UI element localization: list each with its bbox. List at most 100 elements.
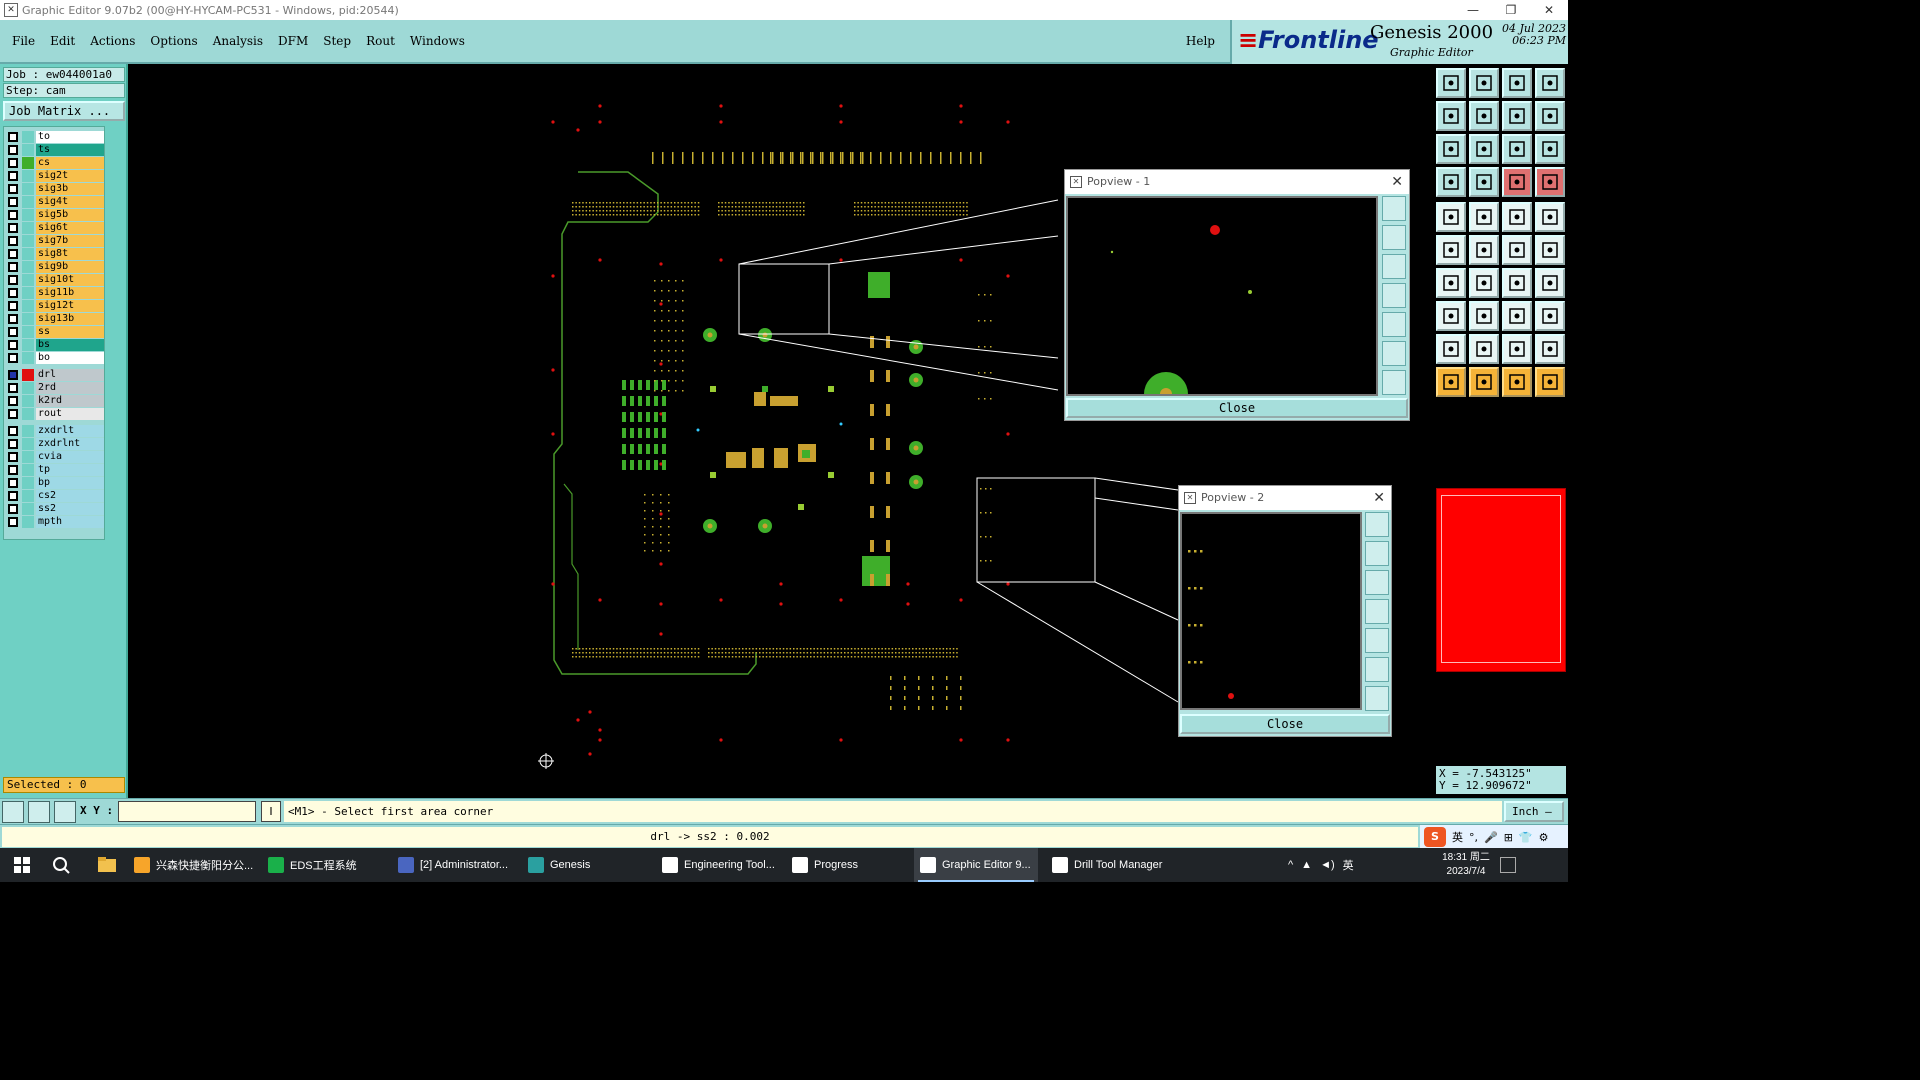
volume-icon[interactable]: ◄) [1320, 859, 1335, 871]
layer-row[interactable]: sig8t [8, 248, 104, 260]
triangle-b-icon[interactable] [1535, 334, 1565, 364]
keyboard-icon[interactable]: ⊞ [1503, 830, 1513, 844]
restore-button[interactable]: ❐ [1505, 3, 1517, 17]
pan-right-icon[interactable] [1365, 628, 1389, 653]
layer-checkbox[interactable] [8, 327, 18, 337]
units-selector[interactable]: Inch — [1504, 801, 1564, 822]
layer-checkbox[interactable] [8, 184, 18, 194]
layer-row[interactable]: sig7b [8, 235, 104, 247]
pad-icon[interactable] [1535, 202, 1565, 232]
measure-icon[interactable] [28, 801, 50, 823]
layer-row[interactable]: bs [8, 339, 104, 351]
pan-down-icon[interactable] [1365, 570, 1389, 595]
zoom-icon[interactable] [1365, 512, 1389, 537]
layer-color-swatch[interactable] [22, 408, 34, 420]
layer-name[interactable]: sig11b [36, 287, 104, 299]
camera-icon[interactable] [1436, 202, 1466, 232]
zoom-out-icon[interactable] [1365, 657, 1389, 682]
job-matrix-button[interactable]: Job Matrix ... [3, 101, 125, 121]
question-icon[interactable] [1535, 134, 1565, 164]
popview-2-screen[interactable] [1180, 512, 1362, 710]
layer-checkbox[interactable] [8, 340, 18, 350]
triangle-icon[interactable] [1436, 334, 1466, 364]
layer-color-swatch[interactable] [22, 326, 34, 338]
ime-punct[interactable]: °, [1469, 830, 1478, 844]
line-end-icon[interactable] [1535, 235, 1565, 265]
layer-checkbox[interactable] [8, 491, 18, 501]
layer-name[interactable]: ts [36, 144, 104, 156]
slash-icon[interactable] [1469, 268, 1499, 298]
layer-name[interactable]: sig4t [36, 196, 104, 208]
layer-color-swatch[interactable] [22, 438, 34, 450]
layer-color-swatch[interactable] [22, 222, 34, 234]
info-button[interactable]: I [261, 801, 281, 822]
layer-checkbox[interactable] [8, 223, 18, 233]
layer-name[interactable]: cvia [36, 451, 104, 463]
layer-name[interactable]: sig6t [36, 222, 104, 234]
layer-color-swatch[interactable] [22, 157, 34, 169]
layer-row[interactable]: 2rd [8, 382, 104, 394]
layer-color-swatch[interactable] [22, 235, 34, 247]
layer-checkbox[interactable] [8, 370, 18, 380]
menu-analysis[interactable]: Analysis [212, 34, 264, 48]
layer-color-swatch[interactable] [22, 183, 34, 195]
angle-icon[interactable] [1436, 268, 1466, 298]
layer-name[interactable]: sig2t [36, 170, 104, 182]
scale-icon[interactable] [1502, 101, 1532, 131]
menu-step[interactable]: Step [323, 34, 352, 48]
layer-row[interactable]: ss [8, 326, 104, 338]
pan-down-icon[interactable] [1382, 254, 1406, 279]
file-explorer-button[interactable] [92, 848, 122, 882]
layer-row[interactable]: bo [8, 352, 104, 364]
layer-row[interactable]: sig5b [8, 209, 104, 221]
cross-icon[interactable] [1469, 235, 1499, 265]
layer-row[interactable]: zxdrlnt [8, 438, 104, 450]
zoom-in-icon[interactable] [1365, 686, 1389, 711]
layer-row[interactable]: sig3b [8, 183, 104, 195]
menu-rout[interactable]: Rout [366, 34, 395, 48]
layer-color-swatch[interactable] [22, 248, 34, 260]
line-node-icon[interactable] [1502, 235, 1532, 265]
layer-color-swatch[interactable] [22, 369, 34, 381]
layer-row[interactable]: ts [8, 144, 104, 156]
layer-checkbox[interactable] [8, 301, 18, 311]
sogou-icon[interactable]: S [1424, 827, 1446, 847]
layer-name[interactable]: sig9b [36, 261, 104, 273]
pan-up-icon[interactable] [1365, 541, 1389, 566]
start-button[interactable] [8, 848, 38, 882]
layer-color-swatch[interactable] [22, 352, 34, 364]
minimize-button[interactable]: — [1467, 3, 1479, 17]
layer-row[interactable]: ss2 [8, 503, 104, 515]
tray-expand-icon[interactable]: ^ [1288, 859, 1294, 871]
fit-icon[interactable] [1436, 134, 1466, 164]
save-icon[interactable] [1469, 68, 1499, 98]
layer-row[interactable]: sig10t [8, 274, 104, 286]
taskbar-app[interactable]: Genesis [522, 848, 646, 882]
taskbar-app[interactable]: EDS工程系统 [262, 848, 386, 882]
taskbar-app[interactable]: Graphic Editor 9... [914, 848, 1038, 882]
layer-row[interactable]: k2rd [8, 395, 104, 407]
layer-color-swatch[interactable] [22, 339, 34, 351]
menu-help[interactable]: Help [1185, 34, 1215, 48]
zoom-in-icon[interactable] [1382, 370, 1406, 395]
layer-color-swatch[interactable] [22, 287, 34, 299]
overview-minimap[interactable] [1436, 488, 1566, 672]
layer-color-swatch[interactable] [22, 313, 34, 325]
menu-dfm[interactable]: DFM [278, 34, 309, 48]
layer-color-swatch[interactable] [22, 477, 34, 489]
layer-name[interactable]: drl [36, 369, 104, 381]
select-cursor-icon[interactable] [1502, 367, 1532, 397]
layer-row[interactable]: drl [8, 369, 104, 381]
layer-color-swatch[interactable] [22, 451, 34, 463]
layer-color-swatch[interactable] [22, 196, 34, 208]
layer-checkbox[interactable] [8, 262, 18, 272]
minus-icon[interactable] [1469, 301, 1499, 331]
taskbar-app[interactable]: Progress [786, 848, 906, 882]
taskbar-app[interactable]: [2] Administrator... [392, 848, 516, 882]
triangle-a-icon[interactable] [1469, 334, 1499, 364]
layer-checkbox[interactable] [8, 197, 18, 207]
layer-checkbox[interactable] [8, 439, 18, 449]
network-icon[interactable]: ▲ [1301, 859, 1313, 871]
layer-row[interactable]: bp [8, 477, 104, 489]
layer-color-swatch[interactable] [22, 261, 34, 273]
